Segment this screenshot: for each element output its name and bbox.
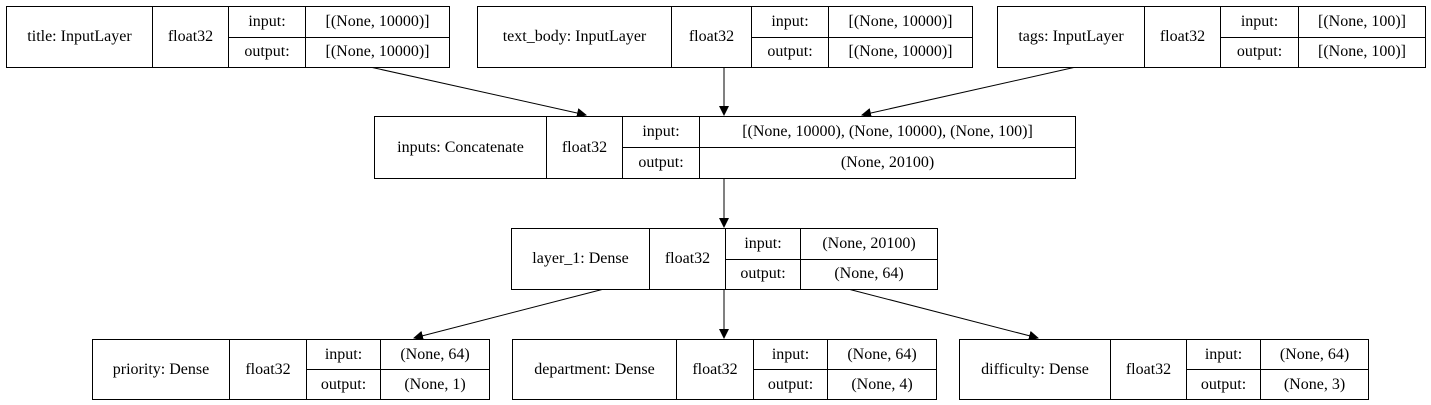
output-shape: (None, 20100) <box>840 154 935 171</box>
edge-layer_1-to-priority <box>413 288 605 341</box>
node-dtype: float32 <box>1145 7 1221 67</box>
input-shape: (None, 64) <box>847 345 917 363</box>
output-label: output: <box>1221 37 1299 67</box>
edge-title-to-inputs <box>369 66 587 118</box>
node-dtype: float32 <box>677 340 754 399</box>
node-name: text_body: InputLayer <box>478 7 672 67</box>
output-label: output: <box>726 259 801 289</box>
input-shape: [(None, 10000)] <box>325 12 430 30</box>
output-label: output: <box>1187 370 1261 399</box>
node-priority: priority: Dense float32 input: (None, 64)… <box>92 339 490 400</box>
node-name: priority: Dense <box>93 340 230 399</box>
output-label: output: <box>229 37 306 67</box>
output-shape: [(None, 10000)] <box>325 43 430 61</box>
node-name: layer_1: Dense <box>512 229 650 289</box>
input-label: input: <box>1187 340 1261 369</box>
input-label: input: <box>726 229 801 259</box>
input-label: input: <box>1221 7 1299 37</box>
node-dtype: float32 <box>672 7 752 67</box>
node-name: inputs: Concatenate <box>375 117 547 178</box>
output-shape: (None, 1) <box>404 375 466 393</box>
input-label: input: <box>307 340 381 369</box>
node-dtype: float32 <box>547 117 623 178</box>
input-label: input: <box>229 7 306 37</box>
node-name: tags: InputLayer <box>998 7 1145 67</box>
node-difficulty: difficulty: Dense float32 input: (None, 6… <box>959 339 1369 400</box>
node-dtype: float32 <box>230 340 307 399</box>
node-name: department: Dense <box>513 340 677 399</box>
output-label: output: <box>754 370 828 399</box>
node-dtype: float32 <box>1111 340 1187 399</box>
output-label: output: <box>752 37 829 67</box>
node-dtype: float32 <box>650 229 726 289</box>
output-shape: (None, 4) <box>851 375 913 393</box>
node-tags: tags: InputLayer float32 input: [(None, 1… <box>997 6 1426 68</box>
input-label: input: <box>754 340 828 369</box>
input-shape: (None, 20100) <box>822 234 916 252</box>
input-shape: (None, 64) <box>1279 345 1350 363</box>
node-layer_1: layer_1: Dense float32 input: (None, 2010… <box>511 228 938 290</box>
input-shape: [(None, 10000), (None, 10000), (None, 10… <box>742 123 1033 140</box>
node-dtype: float32 <box>153 7 229 67</box>
node-name: title: InputLayer <box>7 7 153 67</box>
node-name: difficulty: Dense <box>960 340 1111 399</box>
node-inputs: inputs: Concatenate float32 input: [(None… <box>374 116 1076 179</box>
input-shape: [(None, 100)] <box>1318 12 1406 30</box>
edge-tags-to-inputs <box>861 66 1077 118</box>
edge-layer_1-to-difficulty <box>847 288 1039 341</box>
output-shape: [(None, 100)] <box>1318 43 1406 61</box>
node-text_body: text_body: InputLayer float32 input: [(No… <box>477 6 973 68</box>
input-shape: [(None, 10000)] <box>848 12 953 30</box>
output-shape: (None, 64) <box>834 265 904 283</box>
output-label: output: <box>623 148 700 178</box>
node-department: department: Dense float32 input: (None, 6… <box>512 339 937 400</box>
input-label: input: <box>752 7 829 37</box>
output-shape: (None, 3) <box>1283 375 1346 393</box>
output-label: output: <box>307 370 381 399</box>
input-shape: (None, 64) <box>400 345 470 363</box>
output-shape: [(None, 10000)] <box>848 43 953 61</box>
node-title: title: InputLayer float32 input: [(None, … <box>6 6 450 68</box>
input-label: input: <box>623 117 700 147</box>
